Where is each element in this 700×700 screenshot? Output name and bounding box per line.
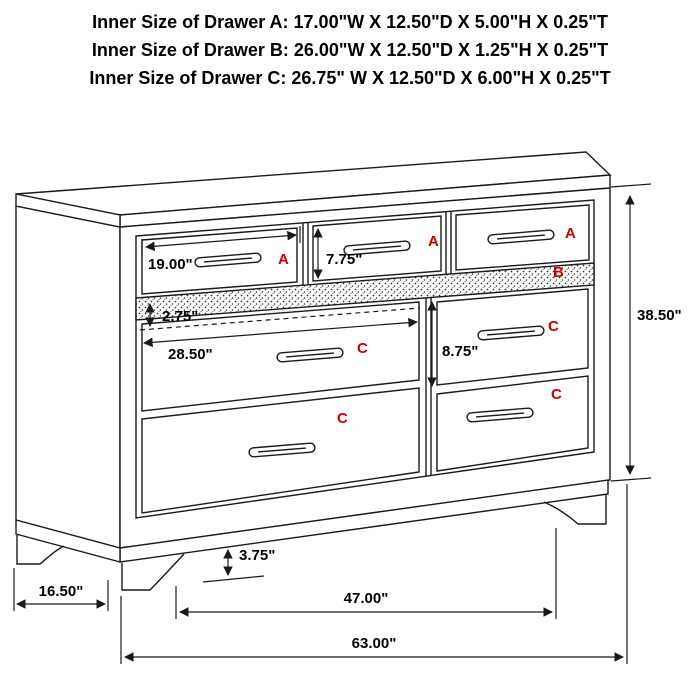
dim-leg-span-width: 47.00" — [175, 528, 557, 619]
dim-label-6300: 63.00" — [352, 635, 397, 652]
front-right-foot — [543, 494, 607, 525]
dim-label-2850: 28.50" — [168, 346, 213, 363]
dim-arrow-2850 — [143, 317, 418, 348]
drawer-label-c4: C — [551, 386, 562, 403]
dim-label-1650: 16.50" — [39, 583, 84, 600]
drawer-label-c2: C — [337, 410, 348, 427]
drawer-label-c3: C — [548, 318, 559, 335]
drawer-letter-labels: A A A B C C C C — [278, 225, 576, 427]
drawer-label-a3: A — [565, 225, 576, 242]
spec-line-drawer-b: Inner Size of Drawer B: 26.00"W X 12.50"… — [91, 40, 609, 60]
dim-label-4700: 47.00" — [344, 590, 389, 607]
handle-c1 — [276, 347, 344, 363]
spec-line-drawer-a: Inner Size of Drawer A: 17.00"W X 12.50"… — [92, 12, 608, 32]
spec-line-drawer-c: Inner Size of Drawer C: 26.75" W X 12.50… — [89, 68, 611, 88]
drawer-handles — [194, 229, 555, 458]
dim-label-375: 3.75" — [239, 547, 275, 564]
front-left-foot — [121, 553, 185, 591]
drawer-label-b: B — [553, 264, 564, 281]
dim-arrow-19 — [145, 230, 297, 252]
drawer-label-c1: C — [357, 340, 368, 357]
back-left-foot — [16, 535, 65, 565]
handle-c3 — [477, 325, 545, 341]
dim-depth: 16.50" — [13, 568, 109, 611]
side-panel — [15, 205, 121, 549]
dim-label-875: 8.75" — [442, 343, 478, 360]
handle-a3 — [487, 229, 555, 245]
handle-a2 — [343, 240, 411, 256]
dim-overall-height: 38.50" — [610, 183, 682, 482]
dim-lower-drawer-height: 8.75" — [427, 301, 478, 387]
dim-top-drawer-height: 7.75" — [313, 228, 362, 279]
drawer-c4-front — [436, 375, 589, 472]
dim-label-775: 7.75" — [326, 251, 362, 268]
jewelry-drawer-strip — [135, 262, 595, 321]
dim-label-19: 19.00" — [148, 256, 193, 273]
dim-top-left-drawer-width: 19.00" — [141, 226, 301, 273]
dim-label-3850: 38.50" — [637, 307, 682, 324]
front-inner-frame — [135, 199, 595, 519]
dim-large-drawer-width: 28.50" — [143, 317, 418, 363]
handle-a1 — [194, 252, 262, 268]
base-rail-side — [15, 519, 121, 563]
drawer-label-a1: A — [278, 251, 289, 268]
dim-leg-height: 3.75" — [202, 547, 275, 583]
dim-overall-width: 63.00" — [120, 484, 628, 664]
dim-label-275: 2.75" — [162, 308, 198, 325]
handle-c4 — [466, 407, 534, 423]
drawer-label-a2: A — [428, 233, 439, 250]
drawer-spec-header: Inner Size of Drawer A: 17.00"W X 12.50"… — [0, 8, 700, 92]
handle-c2 — [248, 442, 316, 458]
